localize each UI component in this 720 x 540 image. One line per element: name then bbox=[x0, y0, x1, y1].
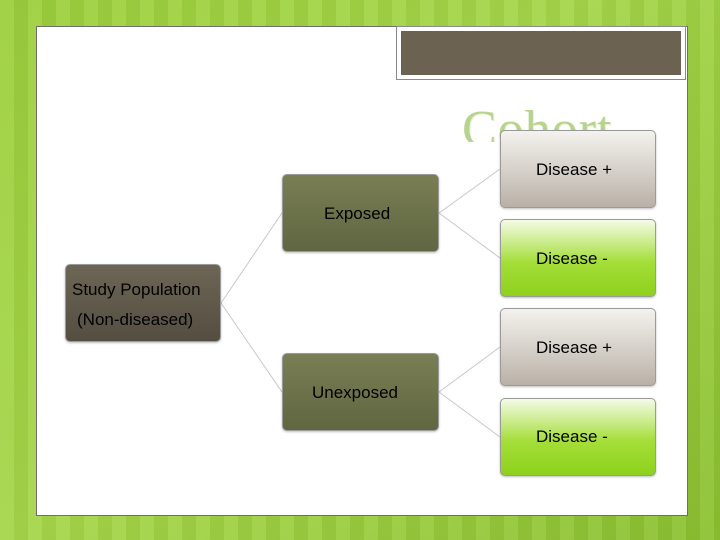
study-population-node: Study Population (Non-diseased) bbox=[65, 264, 221, 342]
unexposed-label: Unexposed bbox=[312, 383, 399, 402]
disease-positive-unexposed-label: Disease + bbox=[536, 338, 613, 357]
disease-positive-exposed-label: Disease + bbox=[536, 160, 613, 179]
title-tab bbox=[396, 26, 686, 80]
study-population-label: Study Population bbox=[72, 280, 201, 299]
connector-unexposed-dplus bbox=[438, 346, 501, 393]
exposed-label: Exposed bbox=[324, 204, 391, 223]
disease-negative-unexposed-label: Disease - bbox=[536, 427, 608, 446]
disease-negative-exposed-node: Disease - bbox=[500, 219, 656, 297]
study-population-sublabel: (Non-diseased) bbox=[77, 310, 194, 329]
connector-root-unexposed bbox=[220, 302, 283, 393]
unexposed-node: Unexposed bbox=[282, 353, 439, 431]
connector-exposed-dplus bbox=[438, 168, 501, 214]
exposed-node: Exposed bbox=[282, 174, 439, 252]
connector-exposed-dminus bbox=[438, 212, 501, 259]
connector-root-exposed bbox=[220, 212, 283, 304]
connector-unexposed-dminus bbox=[438, 391, 501, 438]
disease-negative-exposed-label: Disease - bbox=[536, 249, 608, 268]
disease-positive-unexposed-node: Disease + bbox=[500, 308, 656, 386]
disease-positive-exposed-node: Disease + bbox=[500, 130, 656, 208]
disease-negative-unexposed-node: Disease - bbox=[500, 398, 656, 476]
